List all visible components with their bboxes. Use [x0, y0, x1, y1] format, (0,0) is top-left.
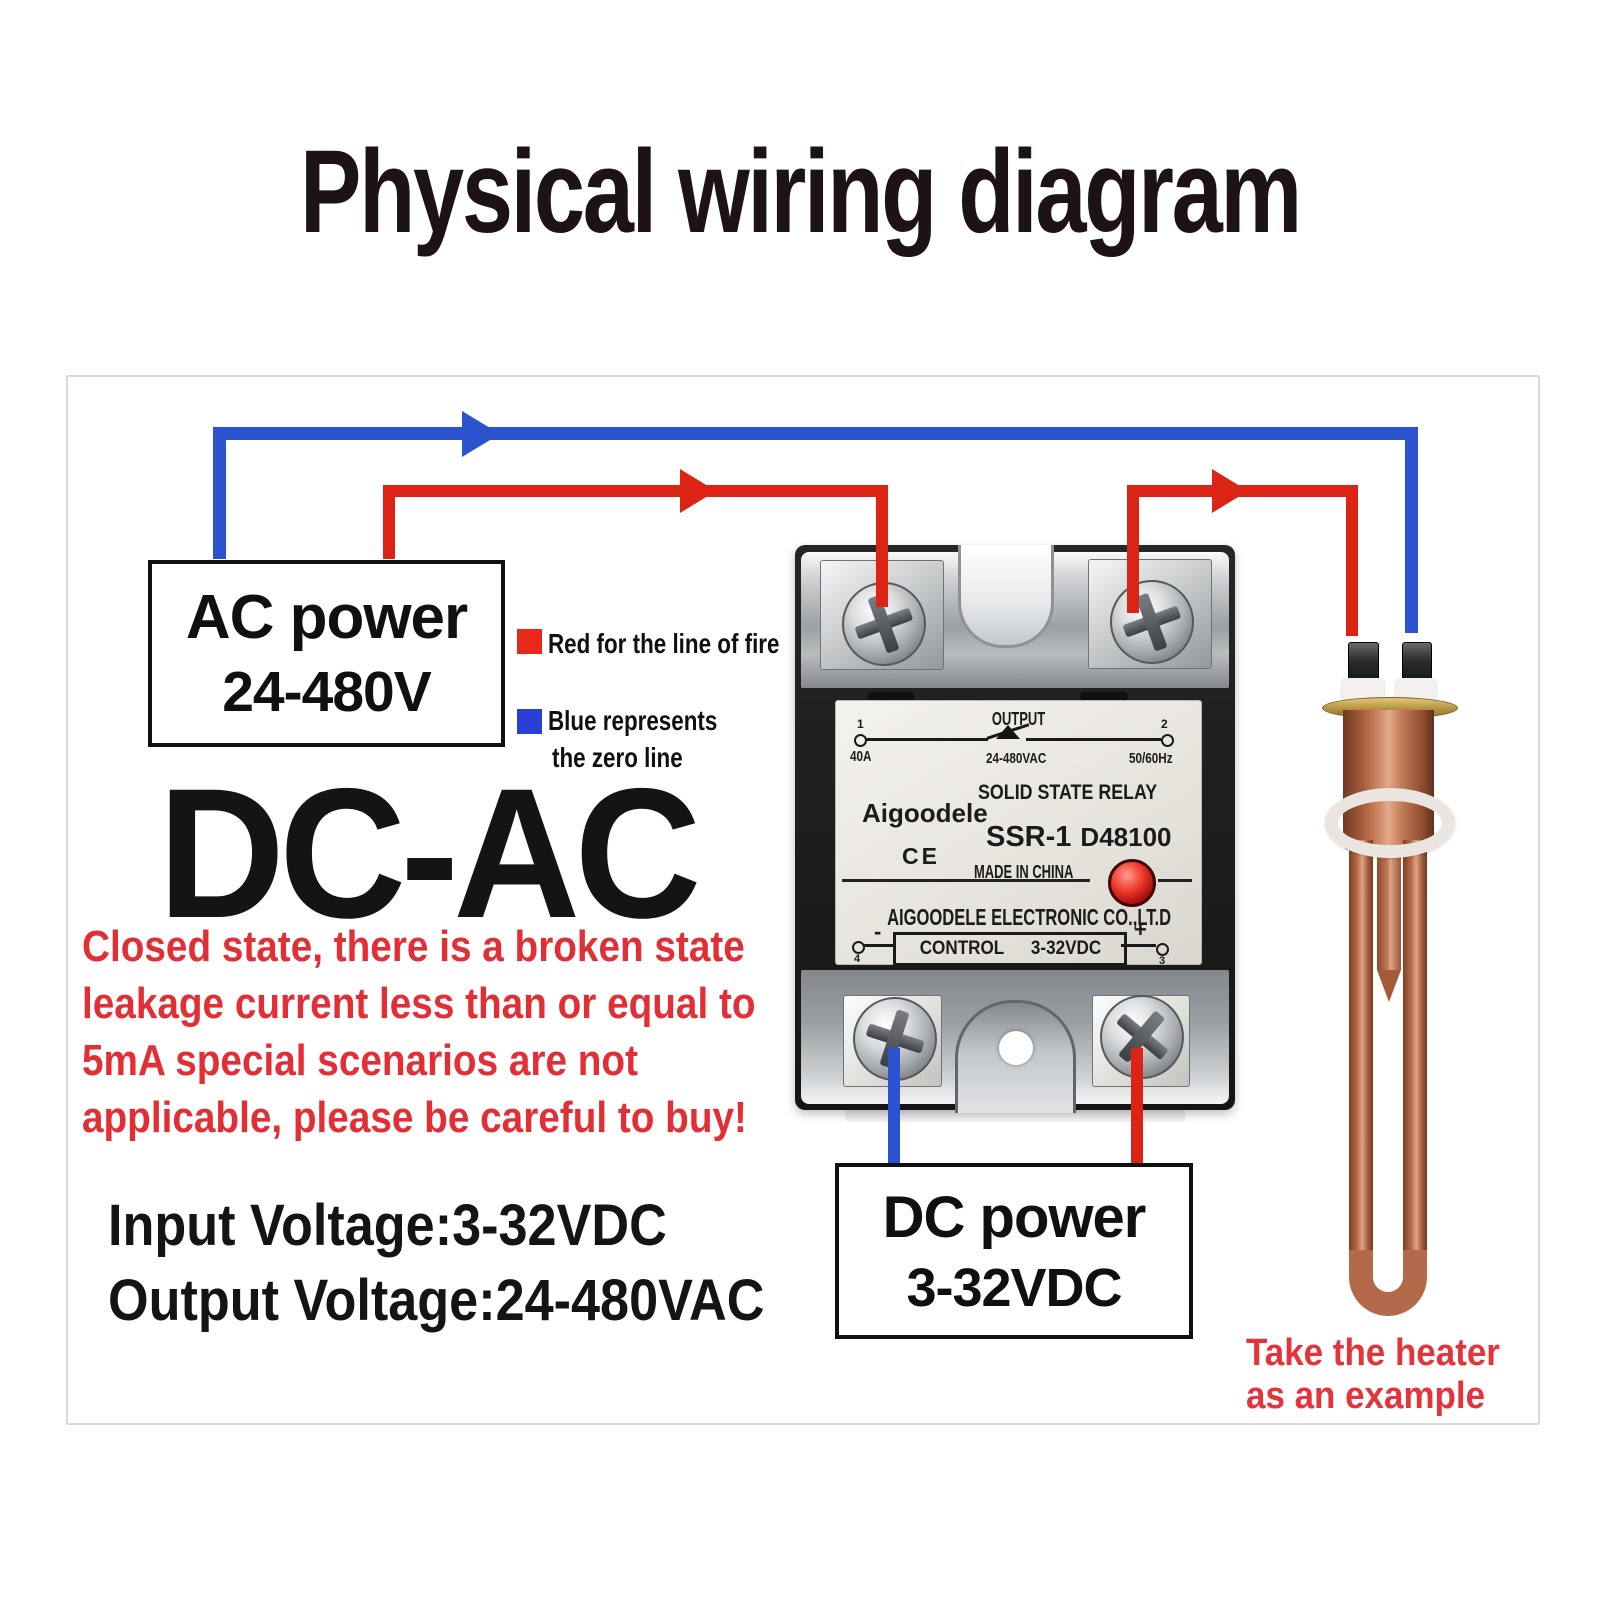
- wire-red-to-heater: [1346, 485, 1358, 636]
- circuit-terminal-dot-icon: [1161, 734, 1174, 747]
- output-voltage-spec: Output Voltage:24-480VAC: [108, 1268, 765, 1333]
- relay-origin: MADE IN CHINA: [974, 862, 1074, 882]
- heater-caption: Take the heater as an example: [1246, 1332, 1500, 1418]
- conversion-label: DC-AC: [158, 751, 701, 957]
- circuit-line: [865, 738, 988, 741]
- ce-mark-icon: CE: [902, 843, 940, 869]
- warning-line: Closed state, there is a broken state: [82, 922, 745, 971]
- label-rule-line: [1158, 879, 1192, 882]
- warning-line: applicable, please be careful to buy!: [82, 1093, 747, 1142]
- legend-blue-label-line1: Blue represents: [548, 705, 718, 736]
- wire-arrow-red-icon: [1212, 469, 1248, 513]
- circuit-line: [1026, 738, 1161, 741]
- relay-terminal-2-number: 2: [1161, 717, 1168, 731]
- relay-product-label: 1 OUTPUT 2 40A 24-480VAC 50/60Hz SOLID S…: [835, 700, 1202, 967]
- switch-triangle-icon: [996, 725, 1020, 739]
- wire-blue-dc-minus: [888, 1048, 900, 1164]
- relay-current-rating: 40A: [850, 748, 872, 765]
- relay-brand: Aigoodele: [862, 798, 988, 828]
- wire-red-dc-plus: [1131, 1048, 1143, 1164]
- wire-blue-vertical-heater: [1405, 427, 1418, 633]
- input-voltage-spec: Input Voltage:3-32VDC: [108, 1193, 667, 1258]
- relay-mounting-hole: [999, 1031, 1033, 1065]
- wire-arrow-red-icon: [680, 469, 716, 513]
- wire-red-horizontal-1: [383, 485, 888, 497]
- relay-control-box: CONTROL 3-32VDC: [893, 932, 1127, 966]
- wire-blue-horizontal: [213, 427, 1418, 440]
- screw-terminal-4-icon: [853, 997, 937, 1081]
- dc-power-voltage: 3-32VDC: [906, 1257, 1122, 1318]
- ac-power-voltage: 24-480V: [222, 660, 432, 724]
- relay-terminal-4-number: 4: [854, 953, 861, 965]
- relay-model-code: D48100: [1080, 822, 1172, 852]
- label-rule-line: [842, 879, 1090, 882]
- blue-legend-swatch-icon: [517, 709, 542, 734]
- relay-control-label: CONTROL: [919, 938, 1004, 959]
- warning-line: leakage current less than or equal to: [82, 979, 756, 1028]
- wire-red-from-relay-terminal2: [1127, 485, 1139, 613]
- wire-red-vertical-ac: [383, 485, 395, 559]
- wire-red-to-relay-terminal1: [876, 485, 888, 607]
- legend-red-label: Red for the line of fire: [548, 628, 780, 659]
- wire-blue-vertical-ac: [213, 427, 226, 559]
- solid-state-relay: 1 OUTPUT 2 40A 24-480VAC 50/60Hz SOLID S…: [795, 545, 1235, 1113]
- heater-center-probe-tip: [1377, 970, 1401, 1002]
- heater-caption-line1: Take the heater: [1246, 1332, 1500, 1374]
- relay-clip-slot: [1080, 692, 1128, 701]
- circuit-terminal-dot-icon: [1156, 943, 1169, 956]
- relay-minus-sign: -: [874, 919, 882, 944]
- circuit-line: [863, 944, 893, 947]
- relay-clip-slot: [867, 692, 915, 701]
- page-title: Physical wiring diagram: [300, 126, 1302, 258]
- warning-text: Closed state, there is a broken state le…: [82, 918, 756, 1146]
- led-indicator-icon: [1108, 859, 1156, 907]
- heater-center-probe: [1377, 845, 1401, 970]
- relay-company: AIGOODELE ELECTRONIC CO.,LT.D: [887, 904, 1172, 930]
- wire-arrow-blue-icon: [462, 411, 500, 457]
- relay-output-voltage: 24-480VAC: [986, 750, 1047, 767]
- screw-terminal-2-icon: [1110, 580, 1194, 664]
- legend-blue-label-line2: the zero line: [552, 742, 683, 773]
- heater-tube-right: [1403, 840, 1427, 1265]
- relay-model: SSR-1: [986, 821, 1072, 853]
- warning-line: 5mA special scenarios are not: [82, 1036, 638, 1085]
- relay-bottom-mounting-notch: [955, 1000, 1076, 1113]
- relay-control-voltage: 3-32VDC: [1031, 938, 1102, 959]
- relay-terminal-3-number: 3: [1159, 955, 1166, 967]
- heater-white-ring: [1325, 788, 1455, 858]
- dc-power-title: DC power: [882, 1184, 1147, 1250]
- red-legend-swatch-icon: [517, 629, 542, 654]
- legend-blue-label: Blue represents the zero line: [548, 702, 717, 776]
- ac-power-title: AC power: [185, 583, 468, 652]
- dc-power-box: DC power 3-32VDC: [835, 1163, 1193, 1339]
- heater-tube-left: [1349, 840, 1373, 1265]
- relay-plus-sign: +: [1134, 917, 1147, 942]
- heater-caption-line2: as an example: [1246, 1375, 1486, 1417]
- heater-u-bend: [1349, 1250, 1427, 1316]
- circuit-line: [1121, 944, 1156, 947]
- relay-output-label: OUTPUT: [991, 709, 1046, 729]
- relay-frequency: 50/60Hz: [1129, 750, 1173, 767]
- relay-top-mounting-notch: [958, 545, 1054, 648]
- relay-type-label: SOLID STATE RELAY: [978, 781, 1158, 804]
- ac-power-box: AC power 24-480V: [148, 560, 505, 747]
- relay-terminal-1-number: 1: [857, 717, 864, 731]
- circuit-terminal-dot-icon: [852, 941, 865, 954]
- heater-element: [1320, 640, 1460, 1330]
